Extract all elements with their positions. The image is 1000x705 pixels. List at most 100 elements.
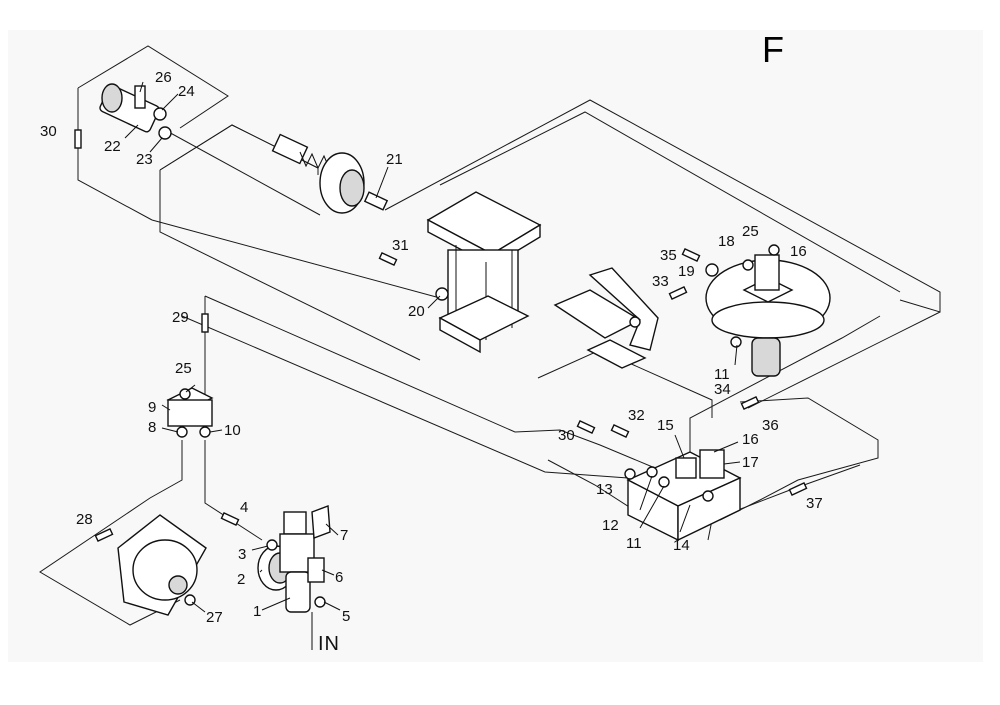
callout-27: 27 [206, 609, 223, 626]
fitting-18 [742, 259, 754, 271]
callout-13: 13 [596, 481, 613, 498]
callout-34: 34 [714, 381, 731, 398]
callout-32: 32 [628, 407, 645, 424]
hose-top-inner [439, 111, 901, 293]
actuator-lower [711, 301, 825, 339]
leader-14 [679, 504, 691, 533]
callout-24: 24 [178, 83, 195, 100]
leader-lines [124, 81, 741, 613]
fitting-35 [681, 247, 701, 263]
hose-pedal-loop [537, 349, 713, 418]
fitting-11-b [658, 476, 670, 488]
hose-middle-long [181, 315, 629, 479]
leader-9 [161, 404, 171, 411]
pedal-pivot [629, 316, 641, 328]
callout-29: 29 [172, 309, 189, 326]
callouts: 1 2 3 4 5 6 7 8 9 10 11 11 11 12 13 14 1… [40, 69, 823, 626]
fitting-32 [610, 423, 630, 439]
chamber-body [132, 539, 198, 601]
fitting-28 [94, 527, 114, 543]
fitting-4 [220, 511, 240, 527]
hose-valve-to-filter [204, 440, 263, 541]
leader-5 [323, 601, 341, 611]
callout-25-top: 25 [742, 223, 759, 240]
chamber-center [168, 575, 188, 595]
pedal-base [586, 339, 647, 369]
callout-21: 21 [386, 151, 403, 168]
filter-regulator-assembly [257, 505, 331, 650]
callout-18: 18 [718, 233, 735, 250]
fitting-29 [201, 313, 209, 333]
leader-34 [734, 344, 738, 366]
callout-26: 26 [155, 69, 172, 86]
fitting-24 [153, 107, 167, 121]
hose-to-booster [164, 129, 321, 216]
leader-11 [639, 485, 665, 529]
fitting-14 [702, 490, 714, 502]
clevis [271, 133, 309, 165]
pedal-assembly [553, 267, 659, 369]
hose-right-to-valve [689, 315, 881, 460]
leader-8 [161, 427, 179, 433]
fitting-19 [705, 263, 719, 277]
callout-36: 36 [762, 417, 779, 434]
callout-33: 33 [652, 273, 669, 290]
valve-cap [101, 83, 123, 113]
callout-17: 17 [742, 454, 759, 471]
hose-valve-down [39, 440, 183, 626]
left-valve-body [167, 399, 213, 427]
booster-fitting-21 [363, 191, 389, 211]
hose-big-bend-left [159, 170, 421, 361]
bracket-7 [311, 505, 331, 539]
callout-30-top: 30 [40, 123, 57, 140]
callout-5: 5 [342, 608, 350, 625]
actuator-cylinder-below [751, 337, 781, 377]
callout-3: 3 [238, 546, 246, 563]
leader-1 [261, 597, 291, 611]
cylinder-bottom-front [439, 316, 481, 354]
fitting-30-top [74, 129, 82, 149]
top-valve-assembly [99, 83, 172, 140]
left-valve-knob-25 [179, 388, 191, 400]
callout-1: 1 [253, 603, 261, 620]
leader-21 [375, 166, 389, 199]
callout-12: 12 [602, 517, 619, 534]
hose-right-loop [719, 397, 879, 521]
callout-22: 22 [104, 138, 121, 155]
fitting-11-right [730, 336, 742, 348]
inlet-label: IN [318, 633, 340, 655]
fitting-11-a [646, 466, 658, 478]
fitting-37 [788, 481, 808, 497]
leader-6 [321, 569, 335, 576]
leader-23 [149, 137, 163, 153]
sheet-letter: F [762, 29, 784, 70]
callout-30-mid: 30 [558, 427, 575, 444]
callout-14: 14 [673, 537, 690, 554]
regulator-body [279, 533, 315, 573]
callout-16-top: 16 [790, 243, 807, 260]
callout-15: 15 [657, 417, 674, 434]
fitting-16-top [768, 244, 780, 256]
leader-24 [161, 93, 179, 111]
callout-7: 7 [340, 527, 348, 544]
callout-2: 2 [237, 571, 245, 588]
hose-top-valve-loop [77, 45, 229, 129]
filter-bowl-1 [285, 571, 311, 613]
leader-20 [427, 295, 441, 309]
brake-booster-assembly [271, 133, 389, 214]
right-actuator-assembly [705, 244, 831, 377]
fitting-3 [266, 539, 278, 551]
fitting-10 [199, 426, 211, 438]
fitting-36 [740, 395, 760, 411]
booster-spring [299, 151, 331, 171]
fitting-8 [176, 426, 188, 438]
inline-fittings [74, 129, 808, 543]
valve-6 [307, 557, 325, 583]
callout-4: 4 [240, 499, 248, 516]
hose-29-top [204, 295, 656, 469]
manifold-side [677, 476, 741, 542]
callout-20: 20 [408, 303, 425, 320]
fitting-13 [624, 468, 636, 480]
callout-6: 6 [335, 569, 343, 586]
